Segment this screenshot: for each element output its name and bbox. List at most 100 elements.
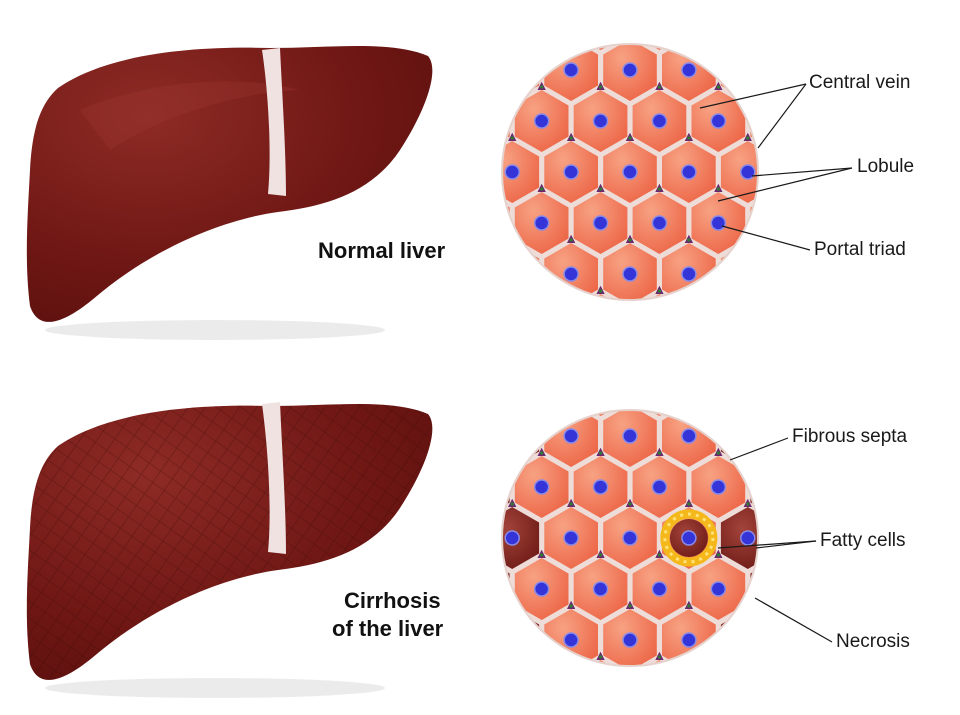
portal-triad — [626, 397, 634, 405]
portal-triad — [773, 448, 781, 456]
portal-triad — [508, 235, 517, 243]
portal-triad — [803, 601, 811, 609]
central-vein — [710, 479, 727, 495]
central-vein — [563, 632, 579, 648]
portal-triad — [685, 703, 693, 711]
portal-triad — [803, 235, 811, 243]
portal-triad — [479, 448, 487, 456]
portal-triad — [626, 397, 634, 405]
portal-triad — [655, 346, 663, 354]
portal-triad — [537, 652, 546, 660]
lobule — [573, 410, 628, 416]
portal-triad — [597, 346, 605, 354]
cirrhotic-liver-illustration — [26, 402, 433, 698]
portal-triad — [626, 31, 634, 39]
central-vein — [504, 266, 520, 282]
lobule — [632, 44, 687, 50]
label-fibrous-septa: Fibrous septa — [792, 426, 908, 447]
portal-triad — [567, 337, 575, 345]
portal-triad — [743, 235, 752, 243]
central-vein — [770, 480, 784, 494]
central-vein — [592, 581, 609, 597]
portal-triad — [685, 31, 693, 39]
central-vein — [740, 632, 756, 648]
label-central-vein: Central vein — [809, 72, 911, 93]
central-vein — [622, 164, 638, 180]
portal-triad — [508, 235, 517, 243]
portal-triad — [743, 601, 752, 609]
portal-triad — [479, 550, 487, 558]
portal-triad — [508, 601, 517, 609]
lobule — [632, 410, 687, 416]
portal-triad — [537, 286, 546, 294]
central-vein — [651, 215, 668, 231]
portal-triad — [567, 703, 575, 711]
portal-triad — [744, 397, 752, 405]
portal-triad — [508, 601, 517, 609]
label-portal-triad: Portal triad — [814, 239, 906, 260]
portal-triad — [626, 337, 634, 345]
portal-triad — [479, 82, 487, 90]
falciform-ligament — [262, 48, 286, 196]
portal-triad — [479, 286, 487, 294]
portal-triad — [479, 550, 487, 558]
normal-tissue-magnified — [449, 12, 811, 345]
central-vein — [563, 62, 579, 78]
portal-triad — [743, 601, 752, 609]
portal-triad — [773, 550, 781, 558]
portal-triad — [479, 184, 487, 192]
portal-triad — [743, 601, 752, 609]
lobule — [573, 294, 628, 300]
portal-triad — [567, 31, 575, 39]
central-vein — [594, 12, 608, 26]
central-vein — [681, 428, 697, 444]
central-vein — [504, 530, 520, 546]
central-vein — [651, 479, 668, 495]
portal-triad — [508, 601, 517, 609]
portal-triad — [626, 397, 634, 405]
portal-triad — [803, 133, 811, 141]
portal-triad — [743, 235, 752, 243]
central-vein — [622, 62, 638, 78]
normal-liver-illustration — [26, 46, 433, 340]
central-vein — [710, 113, 727, 129]
portal-triad — [449, 133, 457, 141]
lobule — [573, 44, 628, 50]
central-vein — [740, 164, 756, 180]
portal-triad — [773, 550, 781, 558]
portal-triad — [508, 397, 516, 405]
central-vein — [563, 428, 579, 444]
central-vein — [681, 632, 697, 648]
normal-liver-title: Normal liver — [318, 238, 446, 263]
portal-triad — [685, 337, 693, 345]
lobule — [750, 90, 758, 152]
central-vein — [592, 113, 609, 129]
central-vein — [504, 428, 520, 444]
central-vein — [622, 632, 638, 648]
central-vein — [740, 530, 756, 546]
central-vein — [622, 428, 638, 444]
label-fatty-cells: Fatty cells — [820, 530, 906, 551]
central-vein — [770, 582, 784, 596]
portal-triad — [803, 499, 811, 507]
cirrhotic-tissue-magnified — [479, 346, 811, 711]
central-vein — [594, 684, 608, 698]
portal-triad — [773, 286, 781, 294]
portal-triad — [714, 652, 723, 660]
portal-triad — [773, 448, 781, 456]
central-vein — [563, 266, 579, 282]
central-vein — [681, 164, 697, 180]
central-vein — [533, 479, 550, 495]
portal-triad — [449, 235, 457, 243]
central-vein — [594, 318, 608, 332]
lobule — [632, 294, 687, 300]
portal-triad — [537, 286, 546, 294]
label-lobule: Lobule — [857, 156, 915, 177]
central-vein — [740, 428, 756, 444]
central-vein — [710, 215, 727, 231]
portal-triad — [744, 31, 752, 39]
central-vein — [533, 581, 550, 597]
portal-triad — [508, 31, 516, 39]
central-vein — [652, 318, 666, 332]
